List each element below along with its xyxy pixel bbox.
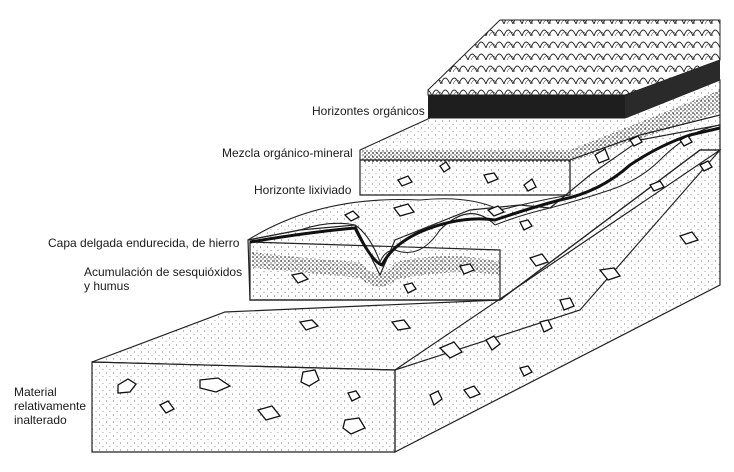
rock bbox=[199, 377, 232, 393]
rock bbox=[523, 178, 537, 192]
rock bbox=[459, 263, 475, 275]
rock bbox=[403, 282, 417, 294]
rock bbox=[300, 369, 320, 387]
label-organic-horizons: Horizontes orgánicos bbox=[312, 104, 425, 118]
rock bbox=[290, 272, 310, 284]
rock bbox=[519, 219, 533, 231]
rock bbox=[397, 175, 413, 187]
rock bbox=[678, 231, 700, 245]
label-leached-horizon: Horizonte lixiviado bbox=[254, 183, 352, 197]
accumulation-dark-band bbox=[252, 252, 500, 288]
rock bbox=[483, 172, 499, 184]
rock bbox=[390, 319, 412, 331]
rock bbox=[438, 341, 464, 359]
rock bbox=[528, 253, 550, 267]
rock bbox=[485, 335, 501, 351]
parent-material-front bbox=[91, 361, 396, 453]
rock bbox=[429, 390, 443, 407]
label-parent-material: Material relativamente inalterado bbox=[14, 385, 86, 427]
rock bbox=[298, 319, 320, 331]
organic-horizon-block bbox=[427, 19, 721, 118]
rock bbox=[539, 319, 553, 333]
organic-dark-layer bbox=[428, 95, 625, 118]
organic-mineral-side-dark bbox=[570, 90, 720, 162]
rock bbox=[519, 365, 533, 377]
organic-mineral-dark bbox=[362, 150, 570, 162]
iron-pan-line bbox=[249, 126, 721, 267]
rock bbox=[598, 267, 622, 281]
label-parent-line3: inalterado bbox=[14, 413, 67, 427]
rock bbox=[117, 378, 137, 394]
leached-front bbox=[359, 159, 571, 196]
label-iron-pan: Capa delgada endurecida, de hierro bbox=[48, 236, 240, 250]
label-parent-line2: relativamente bbox=[14, 399, 87, 413]
rock bbox=[679, 135, 693, 147]
parent-material-side bbox=[394, 148, 721, 453]
label-sesquioxide-line2: y humus bbox=[84, 279, 130, 293]
rock bbox=[342, 417, 366, 435]
label-organic-mineral-mix: Mezcla orgánico-mineral bbox=[222, 146, 353, 160]
rock bbox=[649, 180, 665, 192]
rock bbox=[486, 205, 506, 217]
rock bbox=[699, 160, 713, 172]
rock bbox=[392, 203, 416, 217]
rock bbox=[343, 210, 361, 222]
rock bbox=[159, 400, 175, 414]
rock bbox=[462, 385, 482, 399]
rocks bbox=[117, 135, 713, 435]
label-sesquioxide-accumulation: Acumulación de sesquióxidos y humus bbox=[84, 265, 242, 293]
rock bbox=[559, 297, 575, 311]
label-sesquioxide-line1: Acumulación de sesquióxidos bbox=[84, 265, 243, 279]
parent-material-block bbox=[91, 148, 722, 453]
rock bbox=[256, 405, 282, 421]
rock bbox=[439, 161, 451, 173]
rock bbox=[629, 135, 643, 147]
label-parent-line1: Material bbox=[14, 385, 57, 399]
organic-dark-side bbox=[625, 60, 720, 118]
organic-mineral-block bbox=[359, 79, 721, 162]
rock bbox=[594, 148, 610, 164]
rock bbox=[347, 390, 361, 402]
